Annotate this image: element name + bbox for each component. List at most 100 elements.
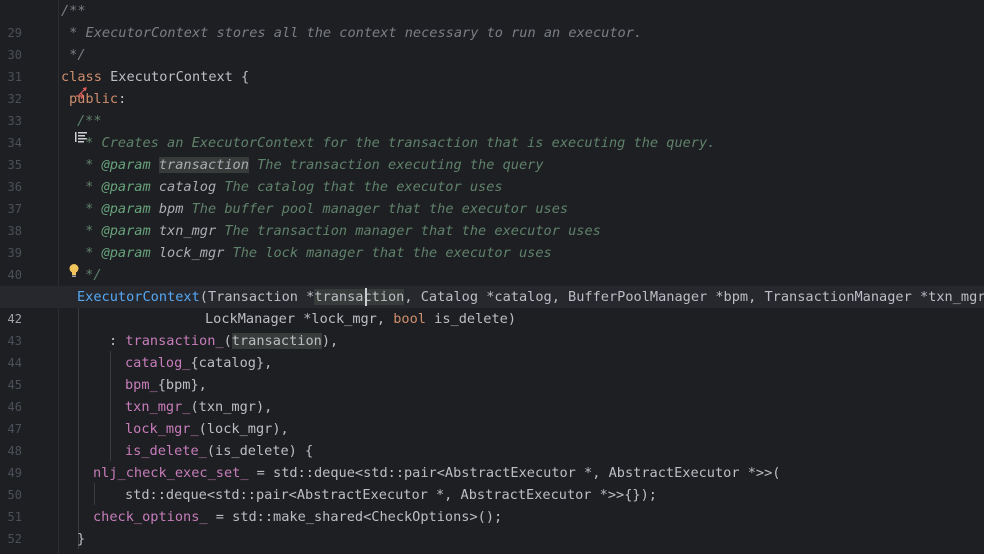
code-line[interactable]: 47 txn_mgr_(txn_mgr), [0, 396, 984, 436]
line-number: 53 [0, 550, 22, 554]
code-line[interactable]: 37 * @param catalog The catalog that the… [0, 176, 984, 216]
code-line[interactable]: 45 catalog_{catalog}, [0, 352, 984, 392]
line-number: 45 [7, 378, 22, 392]
line-number: 48 [7, 444, 22, 458]
line-number: 51 [7, 510, 22, 524]
code-line[interactable]: 48 lock_mgr_(lock_mgr), [0, 418, 984, 458]
code-line[interactable]: 43 LockManager *lock_mgr, bool is_delete… [0, 308, 984, 348]
line-number: 50 [7, 488, 22, 502]
doc-comment: * [77, 157, 102, 173]
line-number: 47 [7, 422, 22, 436]
doc-comment: * Creates an ExecutorContext for the tra… [77, 135, 716, 151]
line-number: 35 [7, 158, 22, 172]
doc-param: catalog [150, 179, 217, 195]
line-number-gutter[interactable] [0, 0, 59, 554]
doc-param: lock_mgr [150, 245, 225, 261]
member-field: lock_mgr_ [125, 421, 199, 437]
member-field: bpm_ [125, 377, 158, 393]
member-field: catalog_ [125, 355, 191, 371]
code-text: , Catalog *catalog, BufferPoolManager *b… [404, 289, 984, 305]
class-name: ExecutorContext { [101, 69, 250, 85]
keyword: bool [393, 311, 426, 327]
code-text: = std::deque<std::pair<AbstractExecutor … [248, 465, 781, 481]
member-field: nlj_check_exec_set_ [93, 465, 249, 481]
line-number: 29 [7, 26, 22, 40]
code-line[interactable]: 30 * ExecutorContext stores all the cont… [0, 22, 984, 62]
identifier-highlighted: transaction [231, 333, 322, 349]
render-doc-icon[interactable] [30, 113, 88, 143]
doc-comment: The buffer pool manager that the executo… [183, 201, 569, 217]
code-text: = std::make_shared<CheckOptions>(); [207, 509, 503, 525]
line-number: 39 [7, 246, 22, 260]
doc-tag: @param [101, 223, 151, 239]
doc-comment: The transaction executing the query [248, 157, 544, 173]
keyword: public [69, 91, 119, 107]
line-number: 44 [7, 356, 22, 370]
code-text: (Transaction * [199, 289, 315, 305]
code-line[interactable]: 53 } [0, 528, 984, 550]
constructor-name: ExecutorContext [77, 289, 200, 305]
code-line[interactable]: 49 is_delete_(is_delete) { [0, 440, 984, 480]
doc-tag: @param [101, 179, 151, 195]
closing-brace: } [77, 531, 86, 547]
doc-comment: * [77, 223, 102, 239]
code-line[interactable]: 29 /** [0, 0, 984, 40]
code-line[interactable]: 50 nlj_check_exec_set_ = std::deque<std:… [0, 462, 984, 502]
doc-param-highlighted: transaction [158, 157, 249, 173]
doc-comment: * [77, 201, 102, 217]
line-number: 33 [7, 114, 22, 128]
line-number: 49 [7, 466, 22, 480]
code-line[interactable]: 33 public: [0, 88, 984, 128]
code-text: {bpm}, [157, 377, 207, 393]
code-text: (txn_mgr), [190, 399, 273, 415]
line-number: 42 [7, 312, 22, 326]
line-number: 31 [7, 70, 22, 84]
code-line[interactable]: 41 */ [0, 264, 984, 304]
identifier-highlighted: transaction [314, 289, 405, 305]
indent-guide [110, 351, 111, 461]
indent-guide [94, 483, 95, 505]
code-line[interactable]: 38 * @param bpm The buffer pool manager … [0, 198, 984, 238]
keyword: class [61, 69, 102, 85]
code-line[interactable]: 31 */ [0, 44, 984, 84]
doc-comment: /** [77, 113, 102, 129]
doc-tag: @param [101, 245, 151, 261]
indent-guide [78, 307, 79, 549]
doc-comment [151, 157, 159, 173]
line-number: 46 [7, 400, 22, 414]
doc-comment: The catalog that the executor uses [216, 179, 503, 195]
line-number: 38 [7, 224, 22, 238]
doc-comment: * [77, 245, 102, 261]
line-number: 43 [7, 334, 22, 348]
text-cursor [365, 288, 367, 306]
code-text: ), [321, 333, 339, 349]
doc-comment: The transaction manager that the executo… [216, 223, 601, 239]
code-line[interactable]: 40 * @param lock_mgr The lock manager th… [0, 242, 984, 282]
doc-tag: @param [101, 157, 151, 173]
code-text: {catalog}, [190, 355, 273, 371]
implementation-arrows-icon[interactable] [30, 69, 88, 99]
code-line[interactable]: 34 /** [0, 110, 984, 150]
line-number: 52 [7, 532, 22, 546]
code-text: (lock_mgr), [198, 421, 289, 437]
code-line[interactable]: 36 * @param transaction The transaction … [0, 154, 984, 194]
line-number: 40 [7, 268, 22, 282]
comment: /** [61, 3, 86, 19]
code-line[interactable]: 32 class ExecutorContext { [0, 66, 984, 106]
doc-param: bpm [150, 201, 184, 217]
member-field: is_delete_ [125, 443, 207, 459]
code-text: std::deque<std::pair<AbstractExecutor *,… [125, 487, 657, 503]
code-line[interactable]: 51 std::deque<std::pair<AbstractExecutor… [0, 484, 984, 524]
code-text: : [109, 333, 126, 349]
code-text: is_delete) [426, 311, 517, 327]
code-line[interactable]: 39 * @param txn_mgr The transaction mana… [0, 220, 984, 260]
code-line-current[interactable]: 42 ExecutorContext(Transaction *transact… [0, 286, 984, 326]
code-line[interactable]: 44 : transaction_(transaction), [0, 330, 984, 370]
code-text: ( [223, 333, 232, 349]
doc-comment: * [77, 179, 102, 195]
code-line[interactable]: 52 check_options_ = std::make_shared<Che… [0, 506, 984, 546]
code-line[interactable]: 35 * Creates an ExecutorContext for the … [0, 132, 984, 172]
code-line[interactable]: 46 bpm_{bpm}, [0, 374, 984, 414]
lightbulb-icon[interactable] [68, 263, 80, 279]
